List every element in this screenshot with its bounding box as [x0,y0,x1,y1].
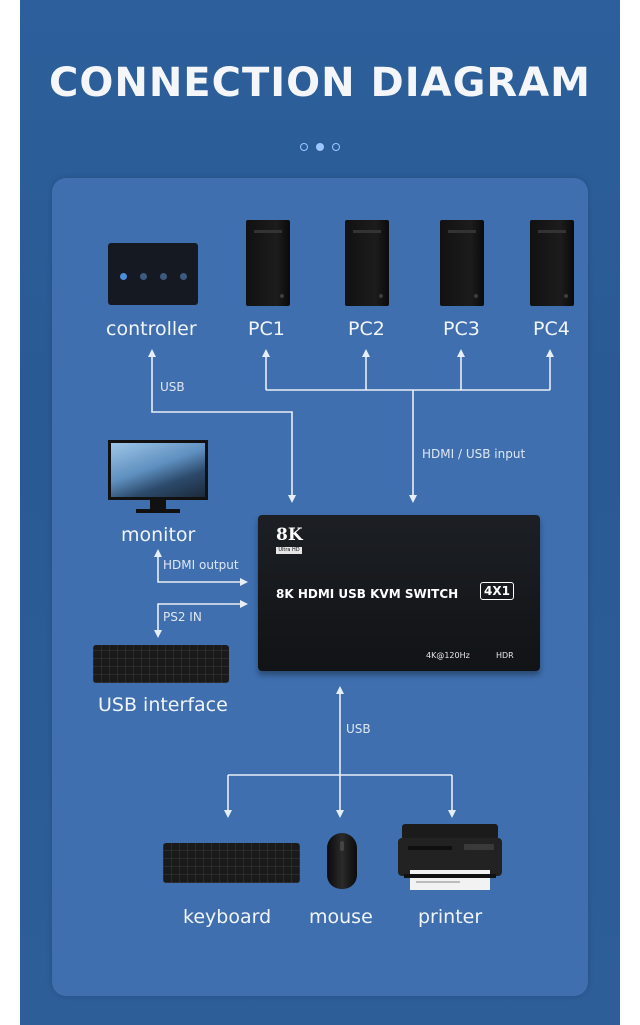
pc-link-label: HDMI / USB input [422,447,526,461]
usb-interface-link-label: PS2 IN [163,610,202,624]
controller-device [108,243,198,305]
pc2-tower [345,220,389,306]
monitor-link-label: HDMI output [163,558,239,572]
mouse-icon [327,833,357,889]
controller-led-2 [140,273,147,280]
printer-label: printer [418,906,483,928]
monitor-base [136,509,180,513]
kvm-ports-badge: 4X1 [480,582,514,600]
monitor-label: monitor [121,524,196,546]
keyboard-label: keyboard [183,906,272,928]
controller-label: controller [106,318,197,340]
pager-dot-2[interactable] [316,143,324,151]
peripherals-link-label: USB [346,722,371,736]
monitor-stand [150,500,166,510]
usb-interface-label: USB interface [98,694,228,716]
kvm-hdr: HDR [496,651,514,660]
pc3-label: PC3 [443,318,480,340]
controller-link-label: USB [160,380,185,394]
pc2-label: PC2 [348,318,385,340]
kvm-resolution: 4K@120Hz [426,651,470,660]
mouse-label: mouse [309,906,373,928]
kvm-name: 8K HDMI USB KVM SWITCH [276,587,459,601]
usb-interface-keyboard-icon [93,645,229,683]
kvm-logo-sub: Ultra HD [276,547,302,554]
pc1-label: PC1 [248,318,285,340]
diagram-canvas: CONNECTION DIAGRAM [20,0,620,1025]
diagram-title: CONNECTION DIAGRAM [48,60,591,106]
monitor-icon [108,440,208,500]
kvm-switch-device: 8K Ultra HD 8K HDMI USB KVM SWITCH 4X1 4… [258,515,540,671]
keyboard-icon [163,843,300,883]
pager-dot-1[interactable] [300,143,308,151]
kvm-logo: 8K [276,525,303,545]
connection-lines [148,349,554,818]
pc1-tower [246,220,290,306]
pc4-label: PC4 [533,318,570,340]
controller-led-4 [180,273,187,280]
controller-led-3 [160,273,167,280]
pc4-tower [530,220,574,306]
printer-icon [398,824,502,890]
pc3-tower [440,220,484,306]
pager-dot-3[interactable] [332,143,340,151]
controller-led-1 [120,273,127,280]
